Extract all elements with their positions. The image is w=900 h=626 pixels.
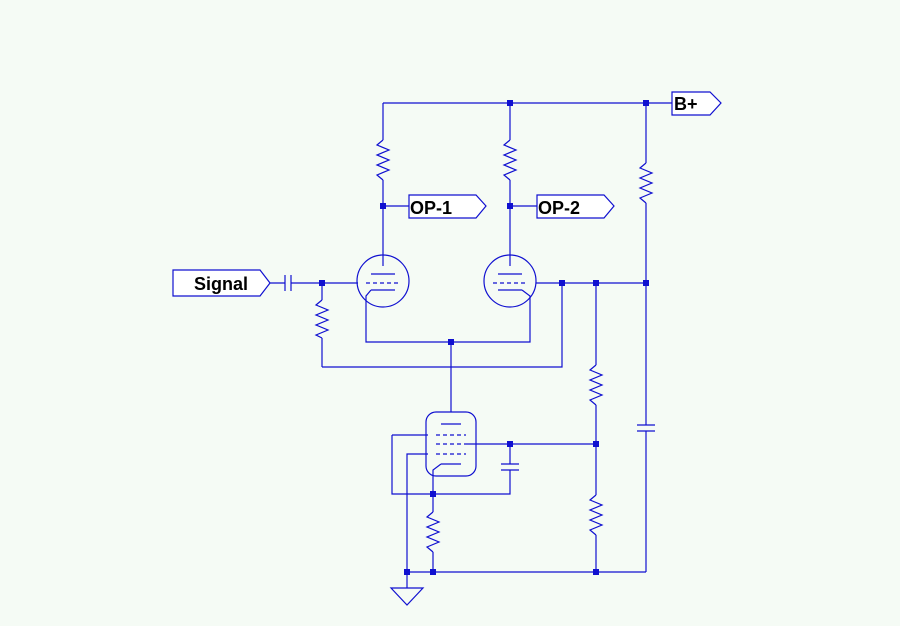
op1-label: OP-1 — [410, 198, 452, 218]
triode-left — [356, 254, 410, 308]
resistor-grid-leak — [314, 299, 330, 339]
capacitor-input — [284, 275, 292, 291]
ground-icon — [389, 587, 425, 606]
resistor-plate-left — [375, 139, 391, 181]
resistors — [314, 139, 654, 553]
signal-label: Signal — [194, 274, 248, 294]
op1-flag: OP-1 — [408, 194, 487, 219]
resistor-plate-right — [502, 139, 518, 181]
resistor-bias-lower — [588, 494, 604, 536]
triode-right — [483, 254, 537, 308]
op2-flag: OP-2 — [536, 194, 615, 219]
pentode — [425, 411, 477, 477]
capacitors — [284, 275, 655, 471]
junction-dots — [319, 100, 649, 575]
signal-flag: Signal — [172, 269, 271, 297]
capacitor-bplus-bypass — [637, 424, 655, 432]
wires — [270, 102, 672, 588]
capacitor-screen-bypass — [501, 463, 519, 471]
resistor-cathode — [425, 511, 441, 553]
bplus-flag: B+ — [671, 91, 722, 116]
resistor-bias-upper — [588, 364, 604, 406]
bplus-label: B+ — [674, 94, 698, 114]
op2-label: OP-2 — [538, 198, 580, 218]
resistor-bplus-divider — [638, 162, 654, 204]
